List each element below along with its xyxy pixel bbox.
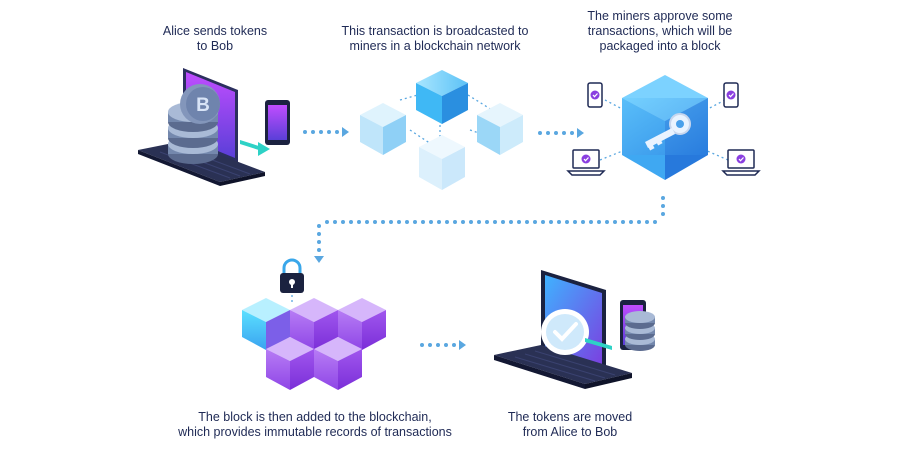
miner-laptop-right-icon [721,149,761,176]
caption-step-3-line-2: transactions, which will be [587,24,733,38]
caption-step-5-line-2: from Alice to Bob [522,425,618,439]
arrow-step-2-to-3 [538,128,584,138]
miner-laptop-left-icon [566,149,606,176]
coin-stack-icon: B [168,84,220,164]
caption-step-1: Alice sends tokens to Bob [140,24,290,54]
caption-step-4: The block is then added to the blockchai… [150,410,480,440]
caption-step-2-line-1: This transaction is broadcasted to [341,24,529,38]
miner-phone-top-left-icon [587,82,603,108]
bob-phone-coins-icon [620,300,655,351]
caption-step-5: The tokens are moved from Alice to Bob [490,410,650,440]
caption-step-3-line-3: packaged into a block [599,39,721,53]
key-icon [645,113,691,151]
caption-step-1-line-1: Alice sends tokens [162,24,268,38]
miners-block-icon [599,75,729,180]
caption-step-1-line-2: to Bob [196,39,234,53]
caption-step-5-line-1: The tokens are moved [507,410,633,424]
phone-icon [240,100,290,156]
arrow-step-3-to-4 [314,196,665,263]
arrow-step-1-to-2 [303,127,349,137]
check-icon [541,309,612,355]
blockchain-cubes-icon [242,295,386,390]
miner-phone-top-right-icon [723,82,739,108]
caption-step-3-line-1: The miners approve some [587,9,733,23]
caption-step-4-line-1: The block is then added to the blockchai… [198,410,432,424]
coin-symbol: B [196,95,210,116]
caption-step-2-line-2: miners in a blockchain network [349,39,521,53]
caption-step-4-line-2: which provides immutable records of tran… [178,425,452,439]
caption-step-2: This transaction is broadcasted to miner… [315,24,555,54]
network-cube-icon [360,70,523,190]
padlock-icon [280,258,304,293]
caption-step-3: The miners approve some transactions, wh… [570,9,750,54]
arrow-step-4-to-5 [420,340,466,350]
